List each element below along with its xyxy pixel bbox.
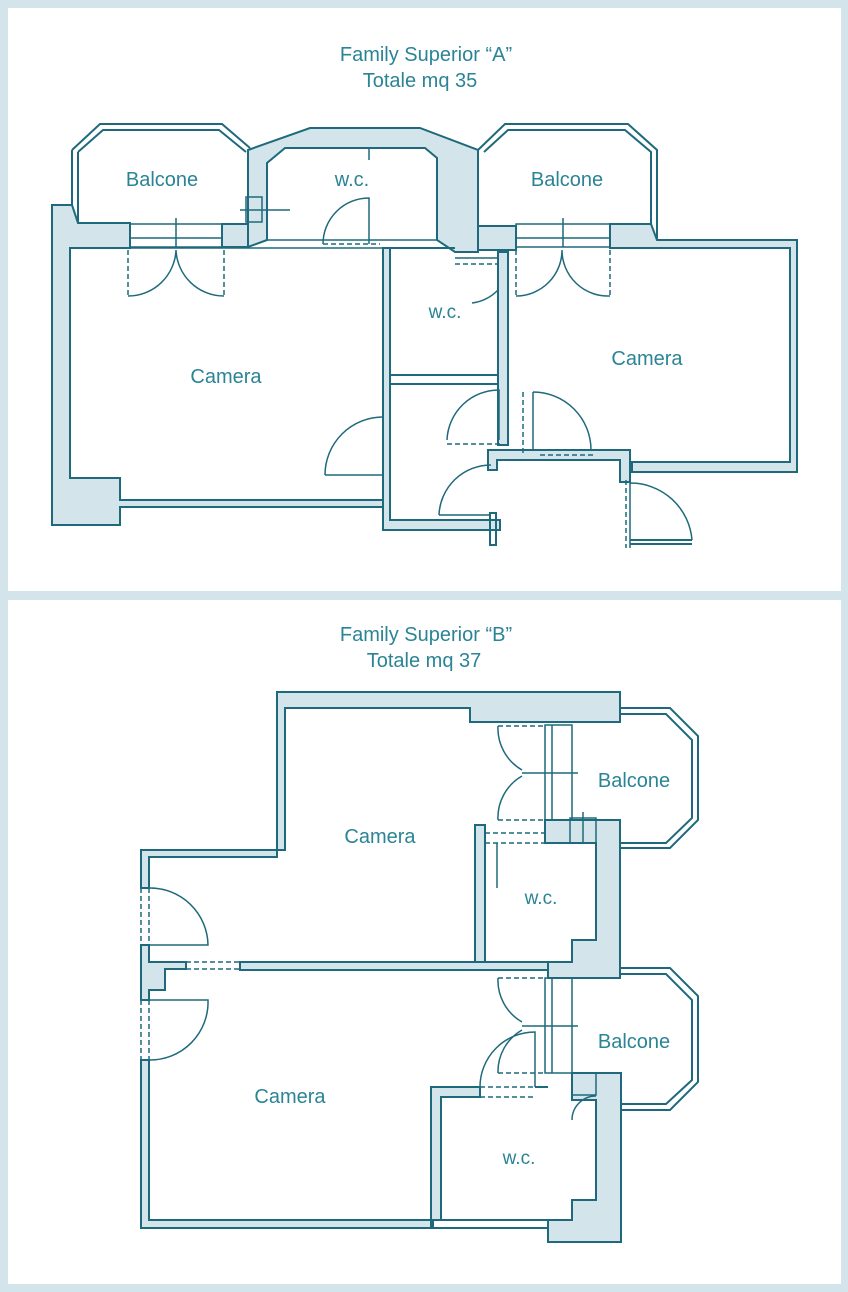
room-label-balcone-right: Balcone <box>531 169 603 191</box>
room-label-camera-top: Camera <box>344 826 416 848</box>
wall-left-mid <box>140 944 187 1001</box>
balcony-top-railing <box>620 707 699 849</box>
balcony-right-railing <box>477 123 658 240</box>
door-right-swing <box>515 249 611 297</box>
wc-vent <box>240 196 290 223</box>
wall-center-right <box>477 225 517 251</box>
door-wc-bottom-frame <box>480 1086 535 1098</box>
camera-left-outline <box>70 239 437 249</box>
wall-camera-divider <box>239 961 549 971</box>
door-camera-bottom-swing <box>148 999 209 1061</box>
plan-a-title: Family Superior “A” <box>340 44 512 66</box>
door-corridor-left <box>446 389 500 441</box>
room-label-wc-top: w.c. <box>524 888 558 909</box>
wall-right-room <box>609 223 798 473</box>
room-label-balcone-bottom: Balcone <box>598 1031 670 1053</box>
room-label-wc-bottom: w.c. <box>502 1148 536 1169</box>
door-wc-corridor <box>438 464 492 516</box>
room-label-camera-right: Camera <box>611 348 683 370</box>
window-balcony-top <box>522 724 578 821</box>
door-entrance <box>629 482 693 548</box>
door-wc-top <box>322 148 370 245</box>
door-camera-right-frame <box>522 392 596 456</box>
wall-wc-mid-right <box>497 251 509 446</box>
wall-inner-vertical <box>382 247 501 531</box>
wall-corridor-lines <box>390 512 692 546</box>
wall-corridor <box>487 449 631 483</box>
door-camera-bottom-frame <box>140 1000 150 1060</box>
door-wc-top-frame <box>485 832 545 844</box>
door-camera-right <box>532 391 592 451</box>
door-camera-top-frame <box>140 888 150 945</box>
floorplan-b: Family Superior “B” Totale mq 37 Camera … <box>140 624 699 1243</box>
door-balcony-top-swing <box>497 725 523 821</box>
wall-balcony-left <box>221 223 249 248</box>
room-label-camera-bottom: Camera <box>254 1086 326 1108</box>
wall-wc-top <box>474 824 486 963</box>
window-balcony-bottom <box>522 977 578 1074</box>
plan-a-area: Totale mq 35 <box>363 70 478 92</box>
window-right <box>515 218 611 248</box>
floorplan-a: Family Superior “A” Totale mq 35 Balcone… <box>51 44 798 548</box>
door-wc-mid <box>455 257 499 304</box>
wall-left-upper <box>140 849 278 889</box>
wall-wc-top <box>247 127 479 253</box>
room-label-wc-top: w.c. <box>334 169 369 191</box>
plan-b-area: Totale mq 37 <box>367 650 482 672</box>
wall-wc-bottom-left <box>430 1086 481 1229</box>
door-left-swing <box>127 249 225 297</box>
door-balcony-bottom-swing <box>497 977 523 1074</box>
wc-bottom-inner-line <box>431 1086 548 1229</box>
wall-left-outer <box>51 204 386 526</box>
plan-b-title: Family Superior “B” <box>340 624 512 646</box>
divider-opening <box>186 961 240 970</box>
door-wc-bottom-swing <box>479 1031 536 1088</box>
wall-top-outer <box>276 691 621 851</box>
wc-top-vent <box>569 812 597 844</box>
balcony-bottom-railing <box>620 967 699 1111</box>
wall-wc-bottom-right <box>547 1072 622 1243</box>
balcony-left-railing <box>71 123 251 223</box>
room-label-wc-mid: w.c. <box>428 302 462 323</box>
door-camera-left <box>324 416 384 476</box>
room-label-balcone-left: Balcone <box>126 169 198 191</box>
room-label-balcone-top: Balcone <box>598 770 670 792</box>
door-camera-top-swing <box>148 887 209 946</box>
floorplan-b-panel: Family Superior “B” Totale mq 37 Camera … <box>8 600 841 1284</box>
floorplan-a-panel: Family Superior “A” Totale mq 35 Balcone… <box>8 8 841 591</box>
room-label-camera-left: Camera <box>190 366 262 388</box>
wc-bottom-vent <box>571 1072 597 1121</box>
window-left <box>129 218 223 248</box>
